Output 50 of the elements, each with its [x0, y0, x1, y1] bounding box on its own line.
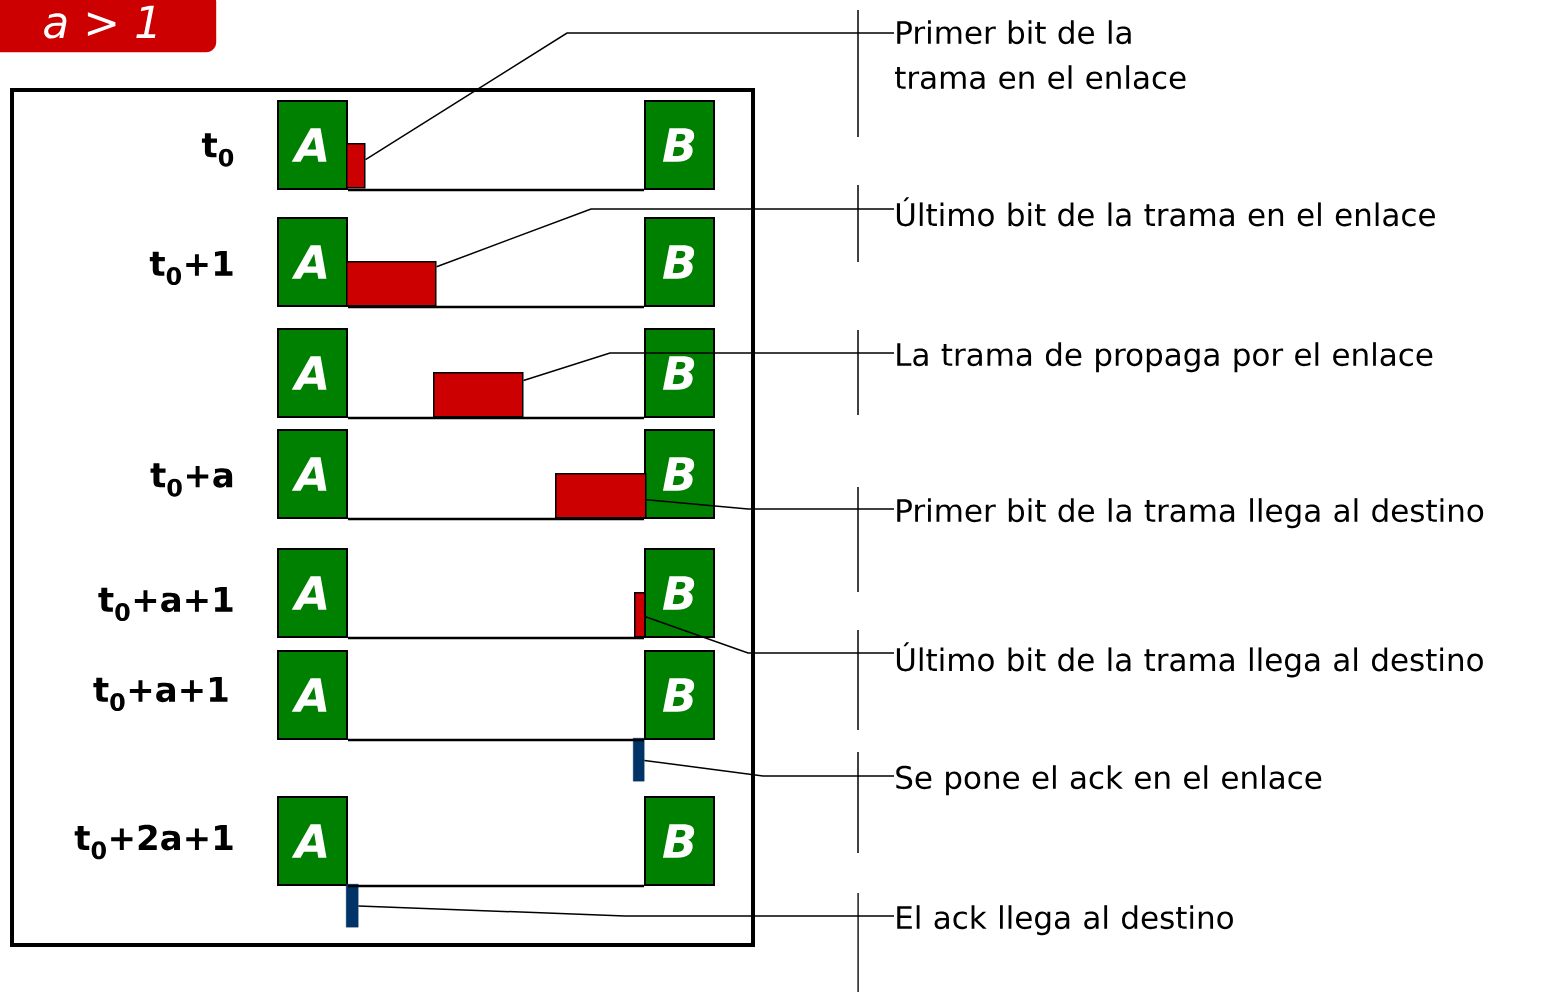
link-line: [348, 884, 644, 888]
station-box: A: [277, 217, 348, 307]
leader-line: [643, 759, 895, 777]
link-line: [348, 188, 644, 192]
station-box: B: [644, 217, 715, 307]
annotation-text: El ack llega al destino: [897, 905, 1233, 936]
station-box: A: [277, 100, 348, 190]
station-box: B: [644, 328, 715, 418]
station-box: B: [644, 548, 715, 638]
annotation-text: Primer bit de la trama llega al destino: [897, 498, 1484, 529]
link-line: [348, 416, 644, 420]
time-label: t$_{0}$+1: [149, 250, 233, 286]
time-label: t$_{0}$+a: [150, 463, 233, 497]
link-line: [348, 517, 644, 521]
station-box: A: [277, 429, 348, 519]
annotation-text: Último bit de la trama llega al destino: [896, 642, 1483, 678]
annotation-text: Primer bit de la trama en el enlace: [895, 20, 1186, 90]
station-box: A: [277, 796, 348, 886]
leader-line: [644, 616, 895, 654]
ack-bar: [346, 884, 359, 928]
station-box: B: [644, 100, 715, 190]
leader-line: [522, 352, 895, 382]
station-box: B: [644, 650, 715, 740]
link-line: [348, 305, 644, 309]
ack-bar: [633, 738, 645, 782]
leader-line: [357, 905, 895, 917]
station-box: B: [644, 796, 715, 886]
time-label: t$_{0}$+2a+1: [74, 824, 233, 860]
link-line: [348, 738, 644, 742]
station-box: B: [644, 429, 715, 519]
frame-box: [10, 88, 755, 947]
station-box: A: [277, 650, 348, 740]
frame-bar: [555, 473, 647, 519]
frame-bar: [634, 592, 646, 638]
time-label: t$_{0}$: [201, 133, 234, 167]
frame-bar: [346, 143, 366, 189]
annotation-text: Último bit de la trama en el enlace: [896, 197, 1435, 227]
leader-line: [435, 208, 895, 268]
leader-line: [364, 32, 895, 161]
station-box: A: [277, 548, 348, 638]
title-badge: a > 1: [0, 0, 217, 53]
time-label: t$_{0}$+a+1: [98, 586, 233, 622]
frame-bar: [433, 372, 524, 418]
annotation-text: La trama de propaga por el enlace: [897, 342, 1433, 373]
frame-bar: [346, 261, 437, 307]
time-label: t$_{0}$+a+1: [93, 676, 228, 712]
leader-line: [645, 499, 895, 510]
annotation-text: Se pone el ack en el enlace: [896, 765, 1322, 796]
station-box: A: [277, 328, 348, 418]
link-line: [348, 636, 644, 640]
